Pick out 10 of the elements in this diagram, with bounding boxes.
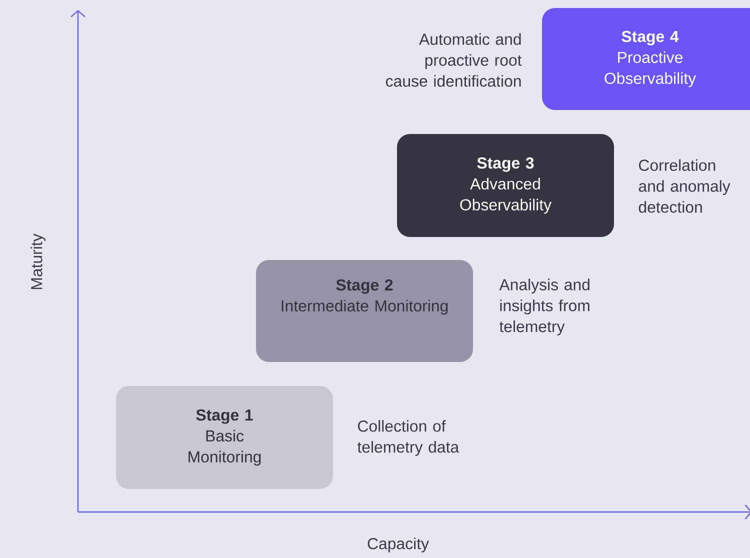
- stage-box: Stage 2 Intermediate Monitoring: [256, 260, 473, 362]
- stage-box: Stage 1 Basic Monitoring: [116, 386, 333, 489]
- axis-label: Capacity: [368, 538, 429, 552]
- description-text: Collection of telemetry data: [357, 420, 460, 456]
- axis-label: Maturity: [30, 234, 46, 290]
- stage-box: Stage 4 Proactive Observability: [542, 8, 750, 110]
- stage-box: Stage 3 Advanced Observability: [397, 134, 614, 237]
- description-text: Analysis and insights from telemetry: [499, 278, 590, 336]
- description-text: Automatic and proactive root cause identification: [386, 33, 522, 87]
- description-text: Correlation and anomaly detection: [638, 159, 730, 213]
